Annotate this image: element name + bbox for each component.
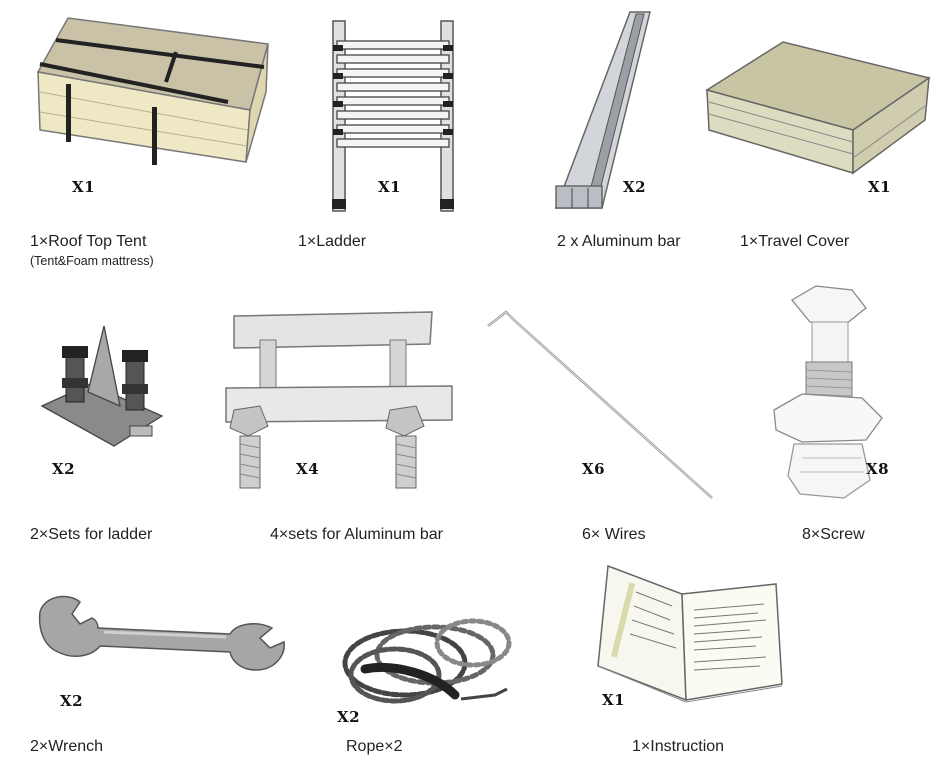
wires-qty: X6 xyxy=(582,460,606,478)
ladder-sets-qty: X2 xyxy=(52,460,76,478)
aluminum-bar-illustration xyxy=(554,11,651,209)
roof-top-tent-qty: X1 xyxy=(72,178,96,196)
ladder-illustration xyxy=(332,20,454,212)
roof-top-tent-illustration xyxy=(36,17,269,165)
wrench-illustration xyxy=(38,595,285,671)
wire-illustration xyxy=(487,310,713,499)
aluminum-bar-label: 2 x Aluminum bar xyxy=(557,233,681,250)
screw-illustration xyxy=(773,285,883,499)
aluminum-bar-qty: X2 xyxy=(623,178,647,196)
ladder-set-illustration xyxy=(40,325,164,447)
roof-top-tent-sublabel: (Tent&Foam mattress) xyxy=(30,254,154,268)
instruction-booklet-illustration xyxy=(597,564,783,703)
wrench-label: 2×Wrench xyxy=(30,738,104,755)
rope-label: Rope×2 xyxy=(346,738,403,755)
instruction-label: 1×Instruction xyxy=(632,738,725,755)
travel-cover-illustration xyxy=(705,41,931,175)
ladder-label: 1×Ladder xyxy=(298,233,367,250)
screw-qty: X8 xyxy=(866,460,890,478)
wrench-qty: X2 xyxy=(60,692,84,710)
wires-label: 6× Wires xyxy=(582,526,646,543)
aluminum-bar-set-illustration xyxy=(225,311,453,489)
roof-top-tent-label: 1×Roof Top Tent xyxy=(30,233,147,250)
travel-cover-label: 1×Travel Cover xyxy=(740,233,850,250)
rope-illustration xyxy=(342,618,512,704)
ladder-qty: X1 xyxy=(378,178,402,196)
rope-qty: X2 xyxy=(337,708,361,726)
ladder-sets-label: 2×Sets for ladder xyxy=(30,526,153,543)
instruction-qty: X1 xyxy=(602,691,626,709)
aluminum-bar-sets-qty: X4 xyxy=(296,460,320,478)
aluminum-bar-sets-label: 4×sets for Aluminum bar xyxy=(270,526,443,543)
travel-cover-qty: X1 xyxy=(868,178,892,196)
screw-label: 8×Screw xyxy=(802,526,865,543)
